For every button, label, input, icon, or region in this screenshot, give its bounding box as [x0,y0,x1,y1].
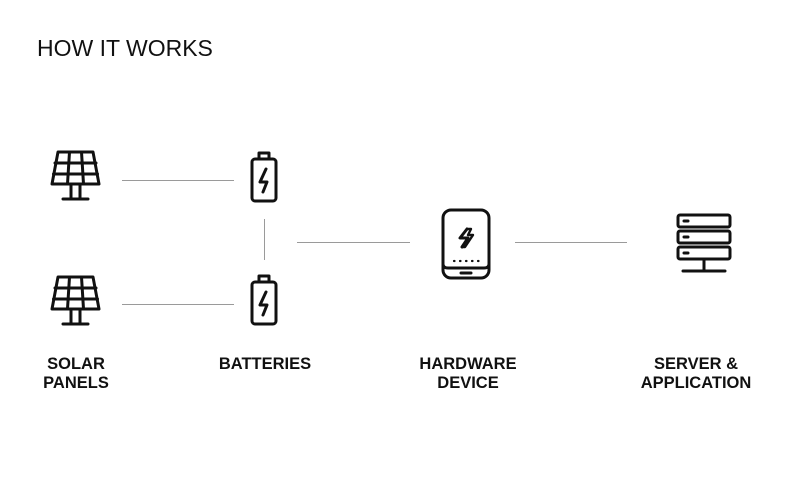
power-bank-icon [440,208,492,280]
solar-panel-icon [50,150,102,202]
connector-solar-1-battery-1 [122,180,234,181]
connector-batteries-hardware [297,242,410,243]
label-line: SERVER & [653,355,739,373]
connector-solar-2-battery-2 [122,304,234,305]
page-title: HOW IT WORKS [37,35,213,61]
label-server-application: SERVER & APPLICATION [626,355,766,393]
solar-panel-icon [50,275,102,327]
label-solar-panels: SOLAR PANELS [26,355,126,393]
label-line: SOLAR [47,355,105,373]
battery-charging-icon [250,274,278,326]
connector-hardware-server [515,242,627,243]
server-icon [676,213,732,275]
label-line: HARDWARE [419,355,517,373]
label-line: BATTERIES [218,355,312,373]
label-batteries: BATTERIES [205,355,325,374]
connector-battery-1-battery-2 [264,219,265,260]
label-line: PANELS [43,374,109,392]
label-hardware-device: HARDWARE DEVICE [403,355,533,393]
battery-charging-icon [250,151,278,203]
label-line: APPLICATION [640,374,752,392]
label-line: DEVICE [437,374,499,392]
